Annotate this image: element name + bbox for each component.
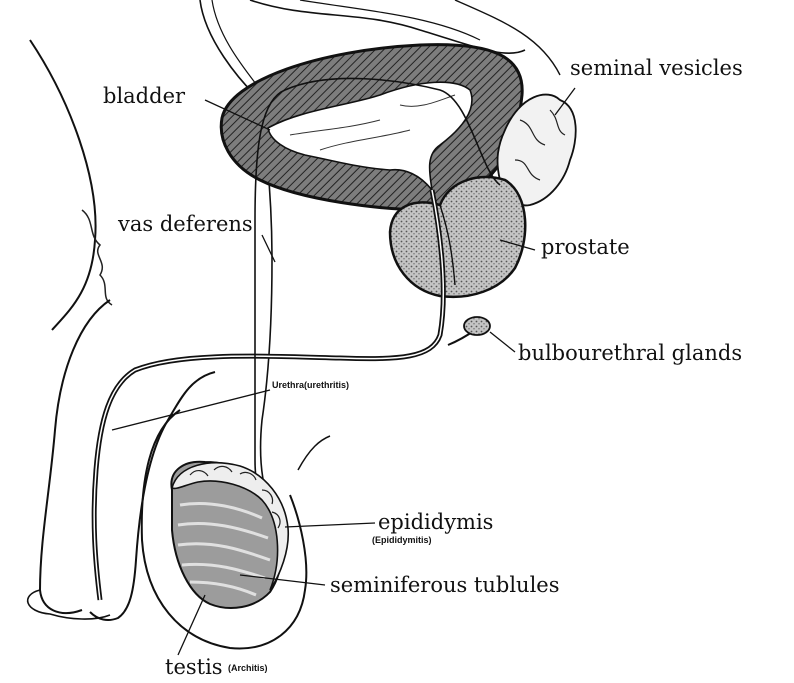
leader-urethra [112,390,270,430]
label-urethra: Urethra(urethritis) [272,381,349,390]
label-bulbourethral-glands: bulbourethral glands [518,343,742,364]
leader-bulbourethral [490,332,515,352]
abdominal-wall-inner [212,0,262,92]
pubic-hair-left [82,210,112,305]
peritoneum-top [250,0,525,53]
label-orchitis: (Architis) [228,664,268,673]
label-epididymis: epididymis [378,512,493,533]
bulbourethral-gland [464,317,490,335]
thigh-outline [30,40,96,330]
label-epididymitis: (Epididymitis) [372,536,432,545]
leader-testis [178,595,205,655]
label-testis: testis [165,657,223,678]
scrotum-inner [298,436,330,470]
peritoneum-top-2 [300,0,480,40]
label-seminiferous-tubules: seminiferous tublules [330,575,560,596]
label-bladder: bladder [103,86,185,107]
leader-vas-deferens [262,235,275,262]
label-prostate: prostate [541,237,630,258]
label-vas-deferens: vas deferens [118,214,253,235]
label-seminal-vesicles: seminal vesicles [570,58,743,79]
